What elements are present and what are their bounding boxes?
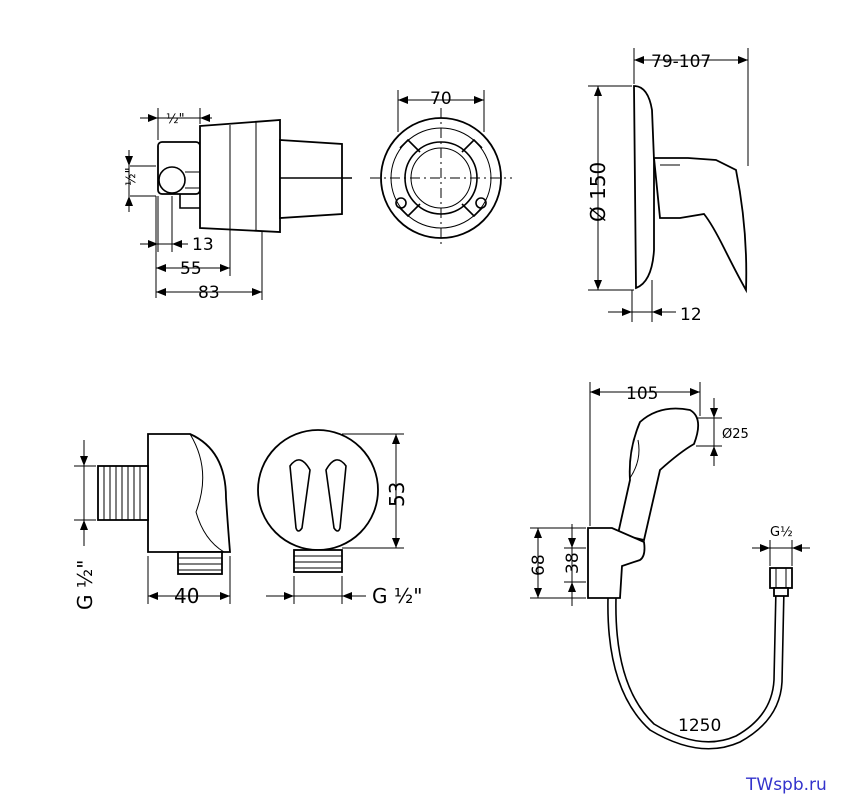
- dim-105: 105: [626, 384, 658, 404]
- dim-55: 55: [180, 259, 202, 279]
- view-mixer-front: 70: [370, 89, 512, 248]
- view-wall-outlet: G ½" 40 53 G ½": [73, 429, 422, 610]
- watermark-text: TWspb.ru: [745, 775, 827, 795]
- dim-38: 38: [563, 552, 583, 574]
- dim-g-half-inch-left: G ½": [73, 560, 97, 610]
- dim-79-107: 79-107: [651, 52, 711, 72]
- view-escutcheon-side: 79-107 Ø 150 12: [586, 48, 749, 325]
- dim-13: 13: [192, 235, 214, 255]
- dim-diameter-150: Ø 150: [586, 162, 610, 222]
- dim-83: 83: [198, 283, 220, 303]
- view-hand-shower: 105 Ø25 G½ 68 38 1250: [529, 382, 810, 750]
- dim-12: 12: [680, 305, 702, 325]
- dim-g-half-inch-right: G ½": [372, 584, 422, 608]
- dim-53: 53: [385, 482, 409, 507]
- dim-diameter-25: Ø25: [722, 427, 749, 442]
- view-mixer-body-side: ½" ½" 13 55 83: [124, 108, 352, 303]
- dim-40: 40: [174, 584, 199, 608]
- dim-half-inch-top: ½": [166, 112, 185, 127]
- dim-g-half: G½: [770, 525, 793, 540]
- dim-68: 68: [529, 554, 549, 576]
- dim-1250: 1250: [678, 716, 721, 736]
- dim-70: 70: [430, 89, 452, 109]
- dim-half-inch-left: ½": [124, 167, 139, 186]
